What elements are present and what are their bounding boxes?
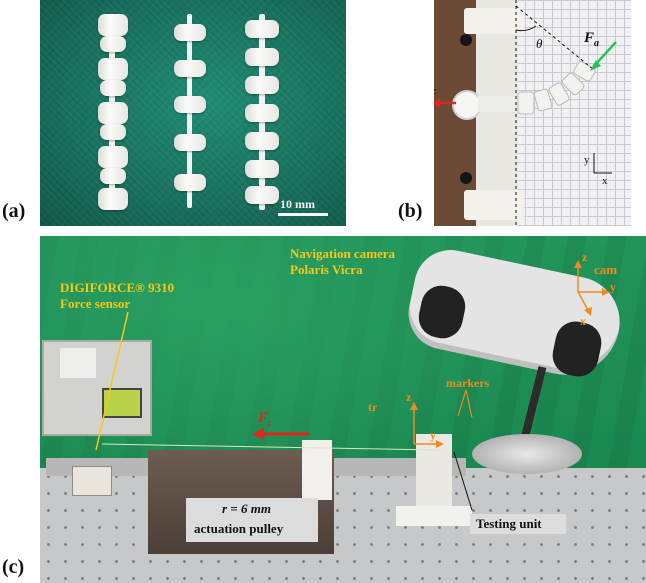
axis-x-label: x xyxy=(602,175,608,187)
tr-axis-z: z xyxy=(406,390,412,404)
tr-axis-y: y xyxy=(430,428,436,442)
fixture-clamp-bottom xyxy=(464,190,524,220)
testing-unit-label-box: Testing unit xyxy=(470,514,566,534)
photo-experimental-setup: Navigation camera Polaris Vicra DIGIFORC… xyxy=(40,236,646,583)
segment-disc xyxy=(100,168,126,184)
force-sensor-label: DIGIFORCE® 9310 Force sensor xyxy=(60,280,175,311)
segment-disc xyxy=(100,80,126,96)
markers-label: markers xyxy=(446,376,490,390)
theta-label: θ xyxy=(536,36,543,51)
cam-axis-y: y xyxy=(610,280,616,294)
segment-disc xyxy=(98,14,128,36)
pulley-shaft xyxy=(478,96,518,112)
segment-disc xyxy=(245,160,279,178)
segment-disc xyxy=(174,96,206,113)
segment-disc xyxy=(98,102,128,124)
segment-disc xyxy=(245,48,279,66)
panel-label-a: (a) xyxy=(2,200,26,222)
tr-frame-label: tr xyxy=(368,400,378,414)
camera-label: Navigation camera Polaris Vicra xyxy=(290,246,396,277)
sensor-sticker xyxy=(60,348,96,378)
pulley-holder xyxy=(302,440,332,500)
axis-y-label: y xyxy=(584,154,590,166)
camera-base xyxy=(472,434,582,474)
mounting-hole xyxy=(460,172,472,184)
grid-paper xyxy=(516,0,631,226)
segment-disc xyxy=(174,60,206,77)
panel-label-c: (c) xyxy=(2,556,25,578)
force-c-label: Fc xyxy=(434,78,436,97)
testing-unit-tower xyxy=(416,434,452,518)
fixture-clamp-top xyxy=(464,8,524,34)
testing-unit-label: Testing unit xyxy=(476,516,542,531)
segment-disc xyxy=(245,76,279,94)
segment-disc xyxy=(174,174,206,191)
segment-disc xyxy=(98,188,128,210)
photo-printed-segments: 10 mm xyxy=(40,0,346,226)
cam-frame-label: cam xyxy=(594,262,618,277)
segment-disc xyxy=(245,186,279,204)
pulley-name: actuation pulley xyxy=(194,521,284,536)
segment-disc xyxy=(100,124,126,140)
segment-disc xyxy=(98,146,128,168)
force-a-label: Fa xyxy=(584,30,600,49)
sensor-clamp xyxy=(72,466,112,496)
optical-table xyxy=(40,468,646,583)
segment-disc xyxy=(174,24,206,41)
pulley-label-box: r = 6 mm actuation pulley xyxy=(186,498,318,542)
force-c-label: Fc xyxy=(258,410,273,429)
cam-axis-x: x xyxy=(580,314,586,328)
testing-unit-base xyxy=(396,506,472,526)
segment-disc xyxy=(174,134,206,151)
pulley-radius: r = 6 mm xyxy=(222,501,271,516)
panel-b-overlay xyxy=(434,0,617,226)
segment-disc xyxy=(245,20,279,38)
cam-axis-z: z xyxy=(582,250,588,264)
scale-bar xyxy=(278,213,328,216)
fixture-base xyxy=(476,0,518,226)
segment-disc xyxy=(100,36,126,52)
panel-c-overlay xyxy=(95,260,610,511)
segment-disc xyxy=(245,132,279,150)
segment-disc xyxy=(98,58,128,80)
segment-disc xyxy=(245,104,279,122)
photo-force-test-top-view: θ Fa Fc y x xyxy=(434,0,631,226)
panel-label-b: (b) xyxy=(398,200,423,222)
scale-bar-label: 10 mm xyxy=(280,197,315,211)
mounting-hole xyxy=(460,34,472,46)
